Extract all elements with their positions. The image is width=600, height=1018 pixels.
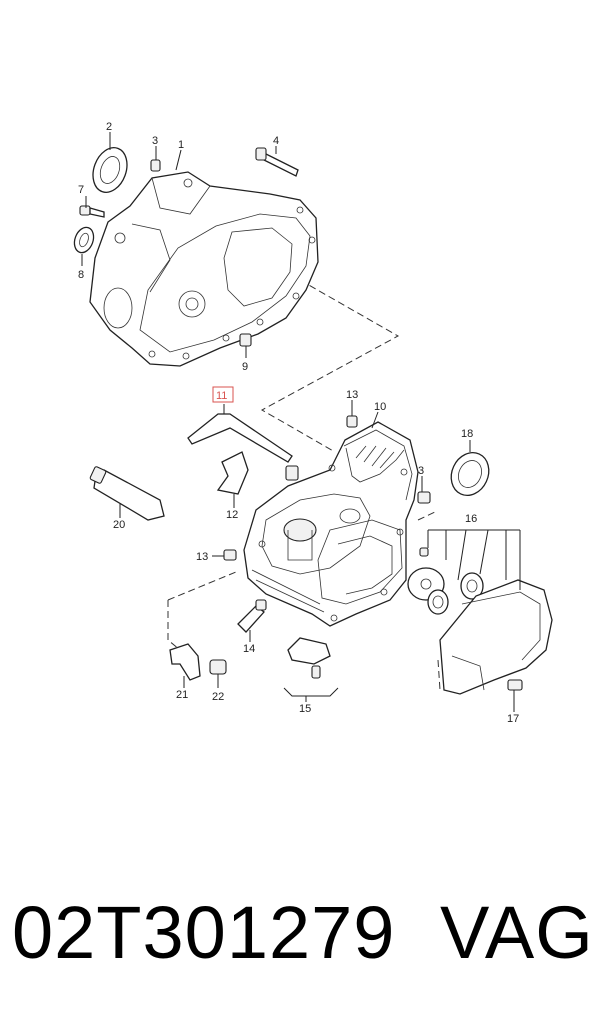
bolt-22 (209, 659, 227, 675)
callout-3-top: 3 (152, 135, 158, 147)
callout-8: 8 (78, 269, 84, 281)
callout-10: 10 (374, 401, 386, 413)
sensor-14 (237, 599, 267, 633)
callout-3-right: 3 (418, 465, 424, 477)
callout-22: 22 (212, 691, 224, 703)
sealant-tube-20 (89, 466, 165, 521)
callout-12: 12 (226, 509, 238, 521)
seal-8 (73, 226, 95, 254)
callout-1: 1 (178, 139, 184, 151)
seal-ring-2 (92, 147, 128, 193)
gearbox-housing (243, 421, 419, 627)
brand-name: VAG (440, 891, 594, 974)
seal-ring-18 (450, 452, 490, 496)
callout-4: 4 (273, 135, 279, 147)
exploded-parts-diagram: 2 3 1 4 7 8 9 10 13 11 18 3 16 12 20 13 … (73, 121, 553, 725)
callout-16: 16 (465, 513, 477, 525)
callout-11: 11 (216, 390, 227, 402)
callout-7: 7 (78, 184, 84, 196)
callout-labels: 2 3 1 4 7 8 9 10 13 11 18 3 16 12 20 13 … (78, 121, 519, 725)
bolt-3-right (417, 491, 431, 504)
bearing-set-16 (407, 547, 484, 615)
callout-21: 21 (176, 689, 188, 701)
bolt-7 (79, 205, 105, 218)
callout-9: 9 (242, 361, 248, 373)
sensor-21 (169, 643, 201, 681)
bolt-4 (255, 147, 299, 177)
plug-10-top (285, 465, 299, 481)
shift-fork-12 (216, 451, 249, 495)
bracket-15 (287, 637, 331, 679)
callout-14: 14 (243, 643, 255, 655)
assembly-lines (167, 279, 441, 691)
bolt-13-left (223, 549, 237, 561)
end-cover-17 (439, 579, 553, 695)
leader-lines (81, 132, 521, 712)
callout-13-left: 13 (196, 551, 208, 563)
callout-18: 18 (461, 428, 473, 440)
bolt-3-top (150, 159, 161, 172)
callout-15: 15 (299, 703, 311, 715)
part-number: 02T301279 (12, 891, 396, 974)
bolt-13-top (346, 415, 358, 428)
callout-11-highlight[interactable]: 11 (212, 386, 234, 403)
callout-20: 20 (113, 519, 125, 531)
part-info-footer: 02T301279 VAG (0, 878, 600, 988)
plug-9 (239, 333, 252, 347)
bell-housing (89, 171, 319, 367)
callout-2: 2 (106, 121, 112, 133)
callout-17: 17 (507, 713, 519, 725)
callout-13-top: 13 (346, 389, 358, 401)
